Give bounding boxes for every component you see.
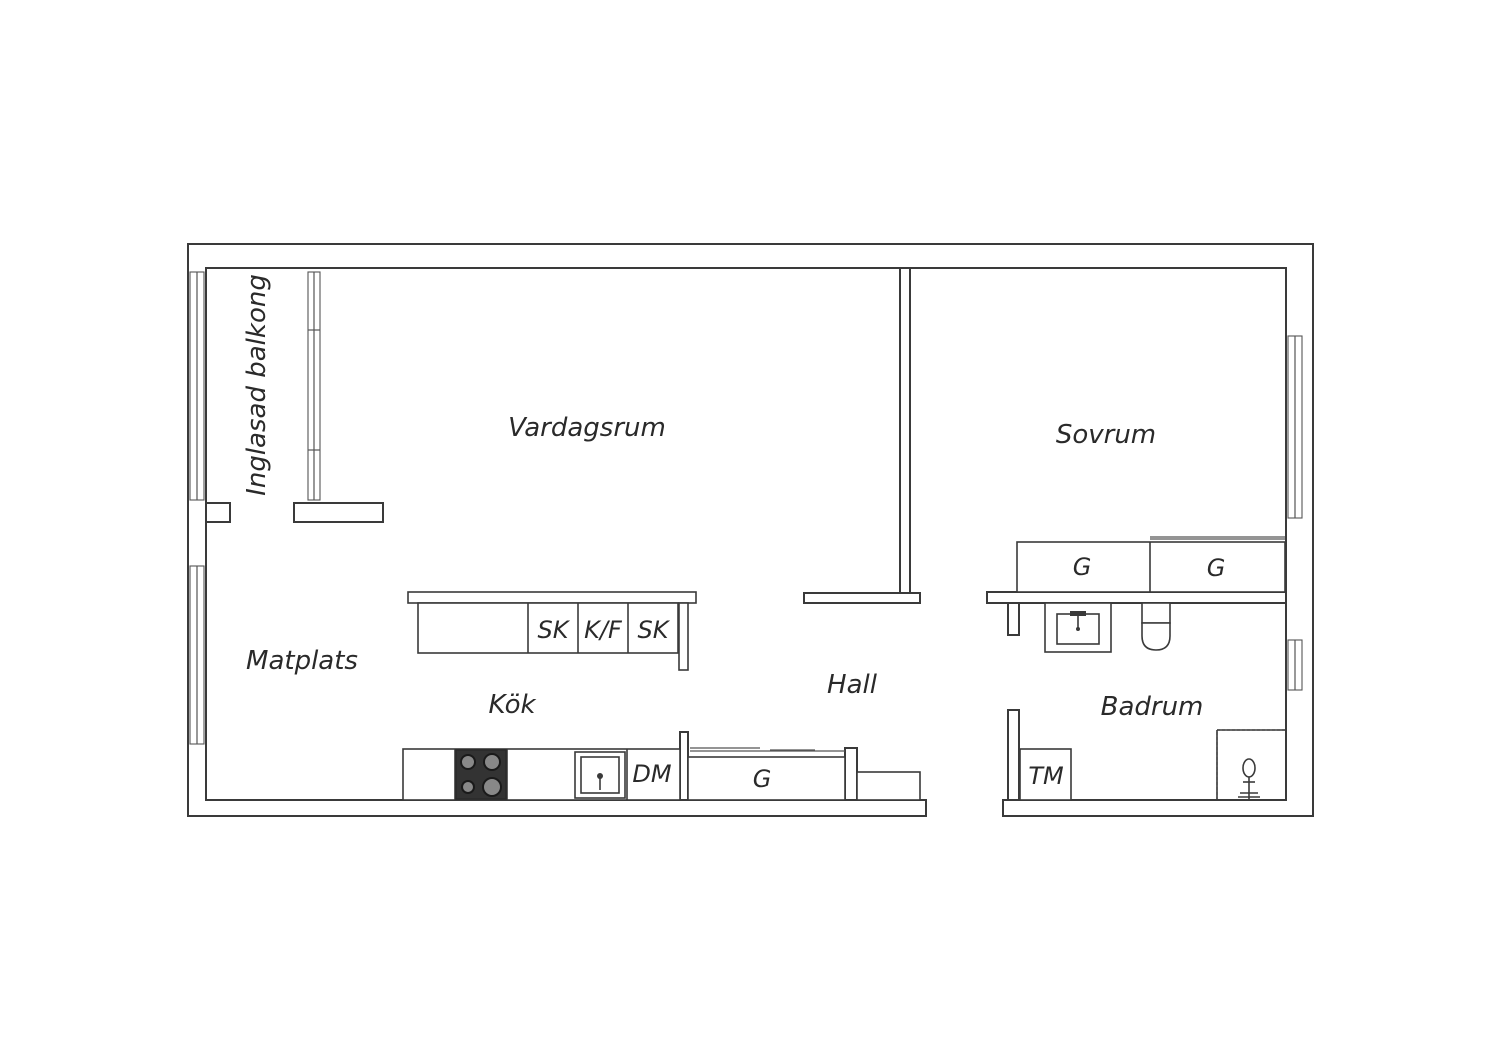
shower-icon bbox=[1216, 729, 1286, 800]
outer-walls bbox=[187, 243, 1314, 817]
wardrobe-label-bedroom-1: G bbox=[1073, 553, 1092, 581]
wardrobe-label-bedroom-2: G bbox=[1207, 554, 1226, 582]
kitchen-sink-icon bbox=[574, 751, 626, 799]
fridge-freezer-label: K/F bbox=[584, 616, 623, 644]
window-left-lower bbox=[189, 565, 205, 745]
stove-icon bbox=[455, 749, 507, 800]
bathroom-sink-icon bbox=[1044, 602, 1112, 653]
wardrobe-label-hall: G bbox=[753, 765, 772, 793]
dishwasher-label: DM bbox=[632, 760, 671, 788]
toilet-icon bbox=[1141, 602, 1171, 651]
kitchen-island bbox=[407, 591, 697, 671]
interior-walls bbox=[679, 267, 1287, 801]
window-left-upper bbox=[189, 271, 205, 501]
hall-cabinet bbox=[856, 771, 921, 801]
window-right-lower bbox=[1287, 639, 1303, 691]
kitchen-counter bbox=[402, 748, 681, 801]
room-label-bedroom: Sovrum bbox=[1056, 420, 1156, 450]
room-label-bathroom: Badrum bbox=[1101, 692, 1204, 722]
balcony-glass-wall bbox=[307, 271, 321, 501]
room-label-dining: Matplats bbox=[246, 646, 358, 676]
washing-machine bbox=[1019, 748, 1072, 801]
room-label-balcony: Inglasad balkong bbox=[242, 274, 272, 496]
room-label-living-room: Vardagsrum bbox=[508, 413, 666, 443]
balcony-wall-stubs bbox=[205, 502, 384, 523]
hall-wardrobe bbox=[687, 747, 846, 801]
room-label-hall: Hall bbox=[827, 670, 878, 700]
bedroom-wardrobes bbox=[1016, 536, 1286, 593]
cabinet-label-2: SK bbox=[638, 616, 671, 644]
window-right-upper bbox=[1287, 335, 1303, 519]
washing-machine-label: TM bbox=[1028, 762, 1064, 790]
cabinet-label-1: SK bbox=[538, 616, 571, 644]
room-label-kitchen: Kök bbox=[488, 690, 536, 720]
